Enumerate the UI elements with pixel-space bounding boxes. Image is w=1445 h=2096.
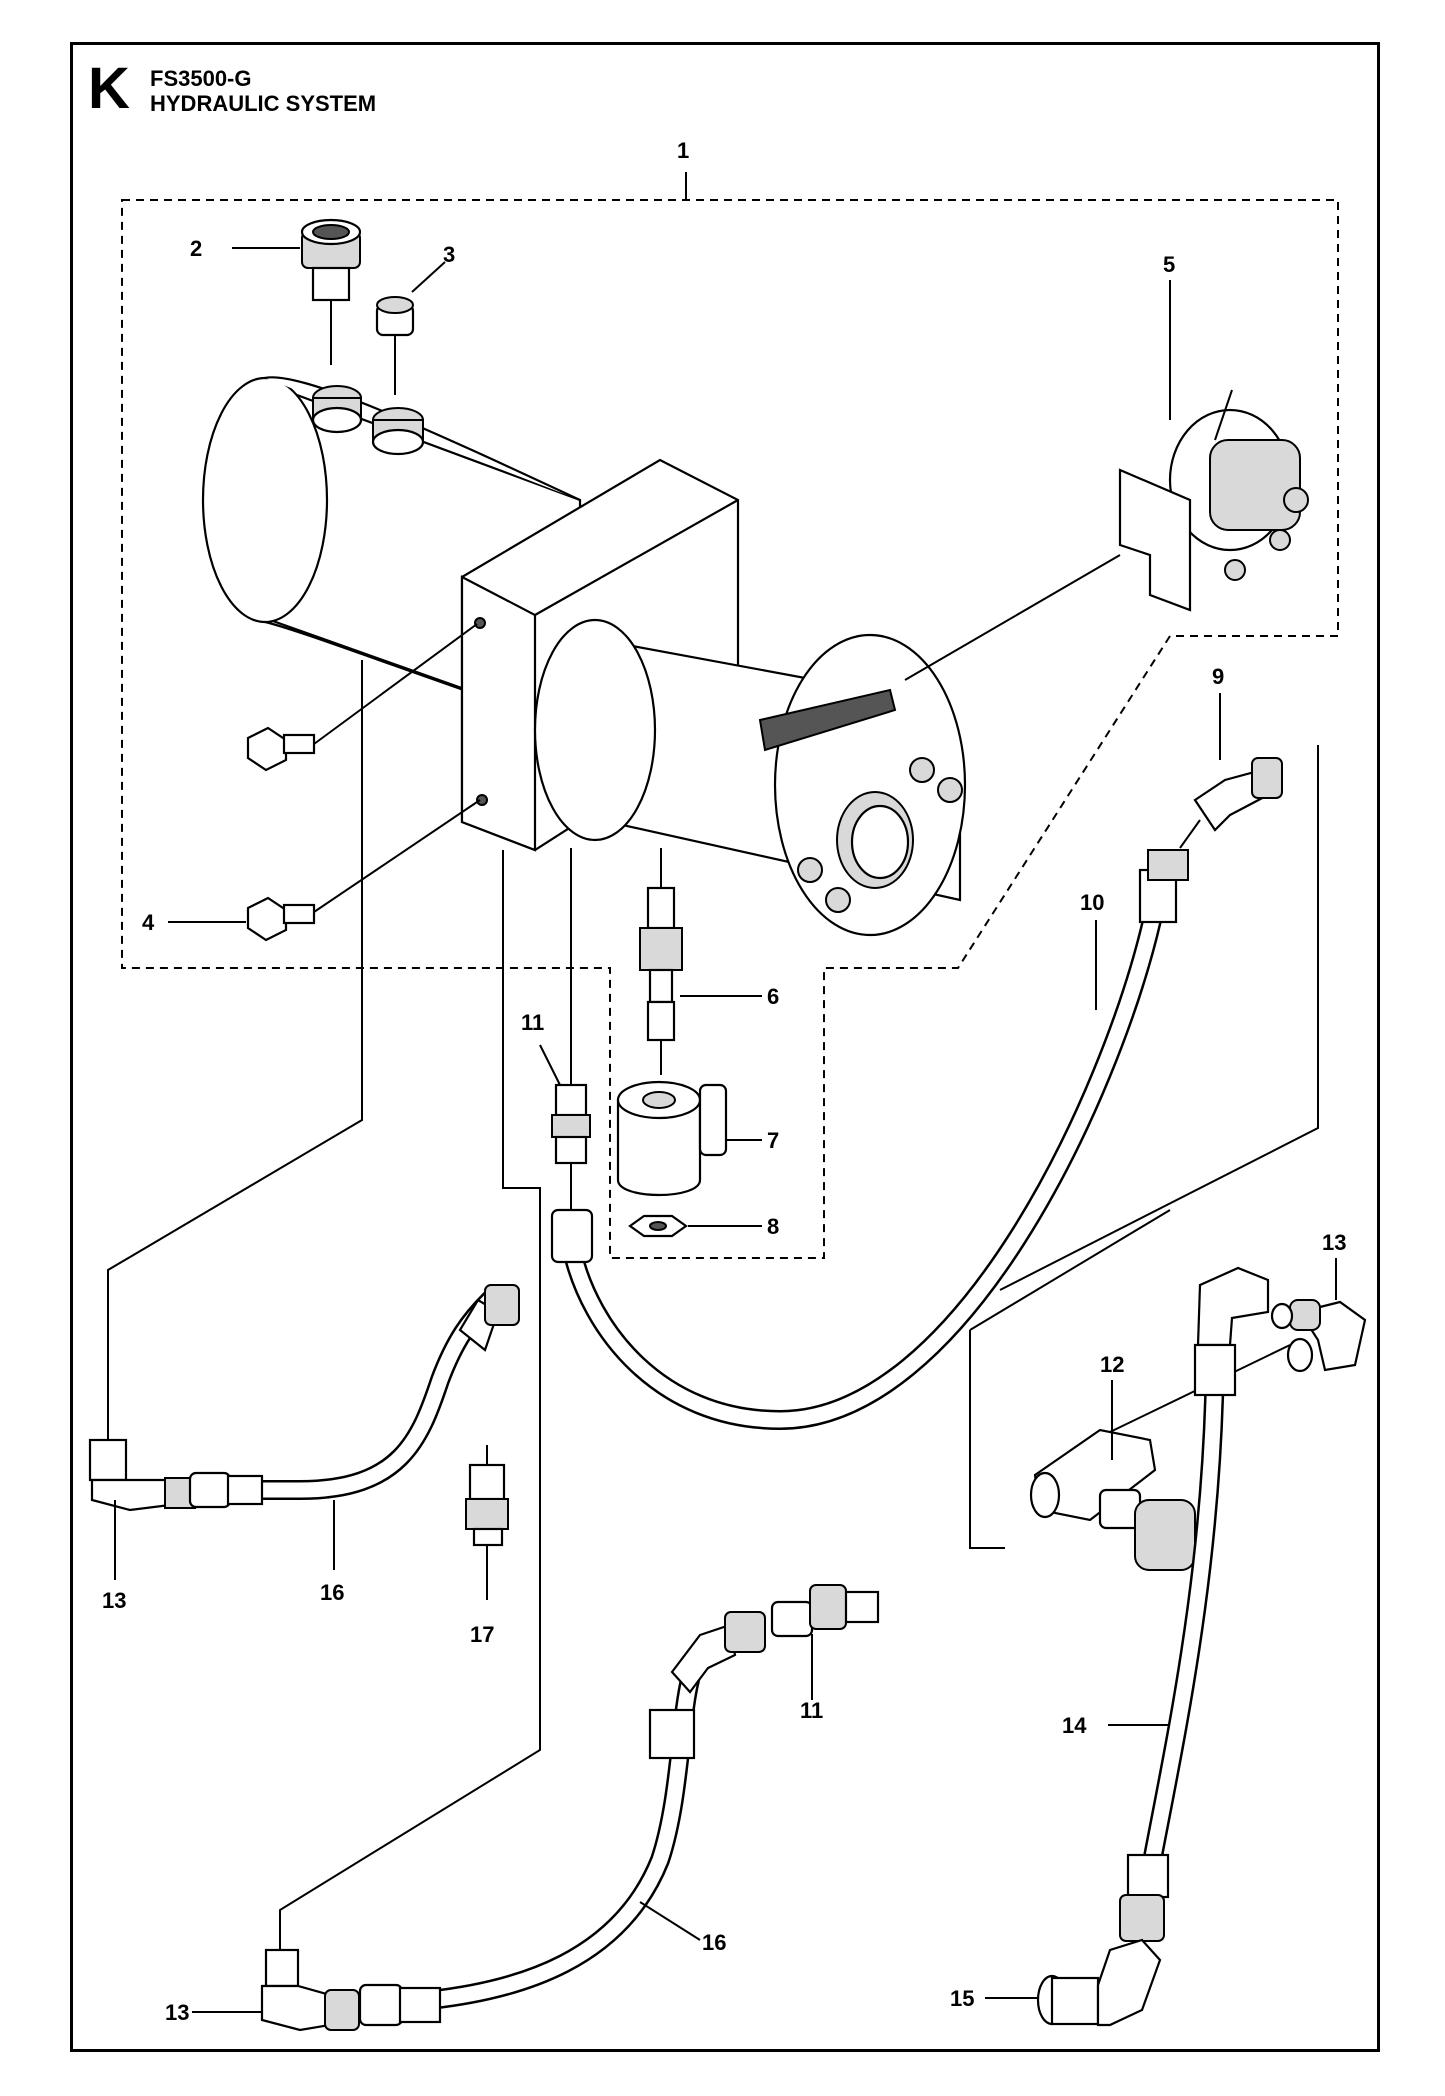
hydraulic-hose-10 [550, 819, 1201, 1431]
leader-11-upper [539, 1044, 561, 1086]
callout-6: 6 [767, 984, 779, 1009]
callout-13-left: 13 [102, 1588, 126, 1613]
callout-14: 14 [1062, 1713, 1087, 1738]
callout-16-upper: 16 [320, 1580, 344, 1605]
adapter-fitting-lower [770, 1584, 880, 1638]
hex-nut [628, 1214, 688, 1238]
callout-11-upper: 11 [521, 1010, 544, 1035]
bolt-lower [246, 799, 481, 942]
model-label: FS3500-G [150, 66, 252, 91]
section-letter: K [88, 56, 130, 121]
leader-3 [411, 261, 446, 293]
hose-14 [1119, 1266, 1270, 1942]
solenoid-wire [904, 554, 1121, 681]
callout-8: 8 [767, 1214, 779, 1239]
hose-16-lower [358, 1611, 766, 2027]
callout-1: 1 [677, 138, 689, 163]
callout-15: 15 [950, 1986, 974, 2011]
callout-16-lower: 16 [702, 1930, 726, 1955]
bracket-12 [969, 1209, 1171, 1549]
valve-coil [616, 1080, 728, 1197]
leader-16-lower [639, 1901, 701, 1941]
assembly-boundary-main [121, 199, 1339, 1259]
callout-12: 12 [1100, 1352, 1124, 1377]
adapter-fitting-upper [551, 848, 591, 1212]
title-block: FS3500-G HYDRAULIC SYSTEM [150, 66, 376, 116]
callout-13-right: 13 [1322, 1230, 1346, 1255]
page-frame [70, 42, 1380, 2052]
callout-17: 17 [470, 1622, 494, 1647]
elbow-fitting-13-right [1270, 1299, 1367, 1373]
bracket-9-10 [999, 745, 1319, 1291]
callout-10: 10 [1080, 890, 1104, 915]
callout-3: 3 [443, 242, 455, 267]
hose-16-upper [188, 1284, 520, 1509]
elbow-fitting-13-left [88, 1438, 196, 1512]
bracket-13-left [107, 660, 363, 1440]
callout-5: 5 [1163, 252, 1175, 277]
callout-4: 4 [142, 910, 155, 935]
callout-9: 9 [1212, 664, 1224, 689]
callout-13-lower: 13 [165, 2000, 189, 2025]
fitting-6 [639, 848, 683, 1075]
plug [375, 296, 415, 395]
diagram-title: HYDRAULIC SYSTEM [150, 91, 377, 116]
pump-motor-unit [201, 376, 967, 937]
callout-7: 7 [767, 1128, 779, 1153]
elbow-fitting-15 [1036, 1938, 1162, 2027]
bolt-upper [246, 623, 478, 772]
bracket-11-16 [279, 850, 541, 1952]
fitting-17 [465, 1445, 509, 1600]
callout-2: 2 [190, 236, 202, 261]
breather-cap [300, 218, 362, 365]
solenoid-switch [1118, 389, 1309, 612]
pressure-valve-12 [1029, 1344, 1291, 1571]
callout-11-lower: 11 [800, 1698, 823, 1723]
elbow-fitting-13-lower [260, 1948, 360, 2032]
elbow-fitting-9 [1193, 757, 1283, 832]
